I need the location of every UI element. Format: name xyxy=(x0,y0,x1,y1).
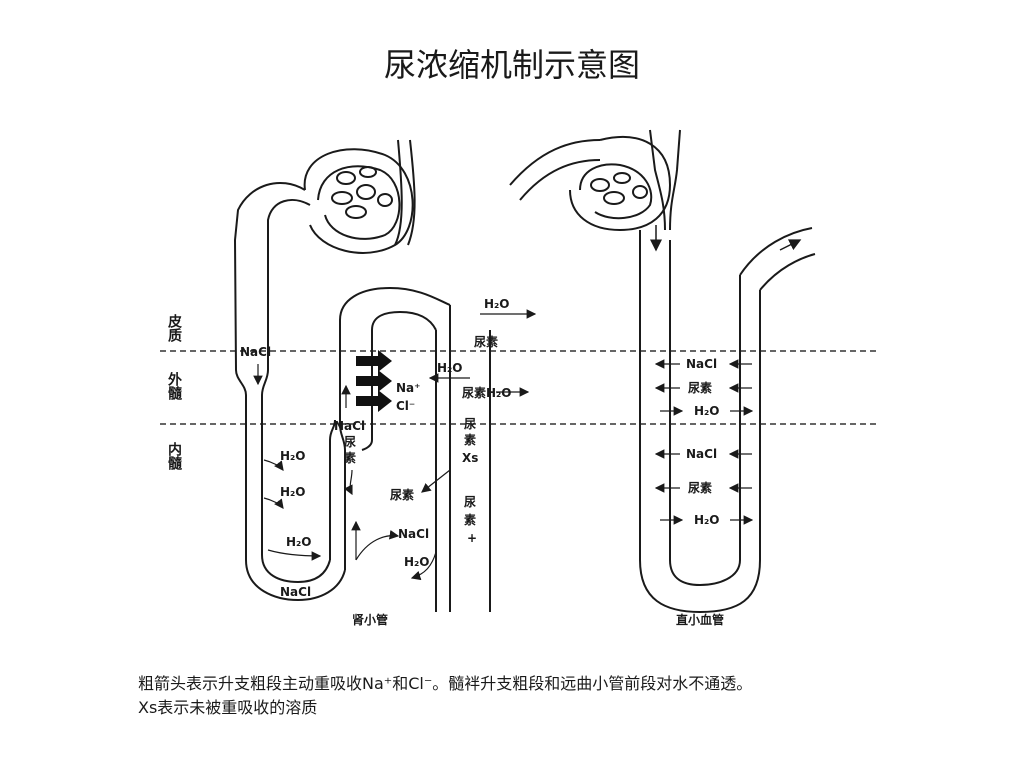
caption-vasa-recta: 直小血管 xyxy=(676,612,724,627)
label-urea-xs-3: Xs xyxy=(462,451,478,465)
arrow-urea-diag xyxy=(421,469,451,493)
vr-label-urea-2: 尿素 xyxy=(688,480,712,495)
label-h2o-inner-2: H₂O xyxy=(280,485,306,499)
label-urea-h2o: 尿素H₂O xyxy=(462,385,512,400)
label-urea-plus-2: 素 xyxy=(464,512,476,527)
vr-label-h2o-2: H₂O xyxy=(694,513,720,527)
label-h2o-inner-4: H₂O xyxy=(404,555,430,569)
label-urea-plus-3: + xyxy=(467,531,477,545)
caption-tubule: 肾小管 xyxy=(352,612,388,627)
arrow-nacl-up xyxy=(343,469,353,496)
label-urea-xs-2: 素 xyxy=(464,432,476,447)
label-urea-inner: 尿素 xyxy=(390,487,414,502)
label-nacl-vertical: NaCl xyxy=(334,419,365,433)
label-h2o-inner-3: H₂O xyxy=(286,535,312,549)
label-urea-vertical-1: 尿 xyxy=(344,434,356,449)
arrow-h2o-3 xyxy=(267,549,322,561)
explanatory-caption: 粗箭头表示升支粗段主动重吸收Na⁺和Cl⁻。髓袢升支粗段和远曲小管前段对水不通透… xyxy=(138,672,898,720)
label-nacl-inner: NaCl xyxy=(398,527,429,541)
arrow-h2o-2 xyxy=(263,497,284,509)
label-na-plus: Na⁺ xyxy=(396,381,420,395)
flow-arrow-up xyxy=(779,239,802,251)
vasa-recta xyxy=(509,129,816,614)
tubule-nephron xyxy=(233,139,491,612)
arrow-h2o-curve xyxy=(410,551,437,581)
zone-label-cortex: 皮质 xyxy=(166,313,183,343)
label-nacl-bottom: NaCl xyxy=(280,585,311,599)
label-cl-minus: Cl⁻ xyxy=(396,399,415,413)
vr-label-nacl-1: NaCl xyxy=(686,357,717,371)
vr-label-nacl-2: NaCl xyxy=(686,447,717,461)
label-urea-xs-1: 尿 xyxy=(464,416,476,431)
page-title: 尿浓缩机制示意图 xyxy=(383,46,640,84)
active-transport-arrows xyxy=(356,350,392,412)
arrow-nacl-curve xyxy=(355,529,400,561)
zone-label-inner-medulla: 内髓 xyxy=(166,441,182,471)
label-h2o-outer: H₂O xyxy=(437,361,463,375)
vr-label-urea-1: 尿素 xyxy=(688,380,712,395)
label-urea-vertical-2: 素 xyxy=(344,450,356,465)
arrow-h2o-1 xyxy=(263,459,284,471)
caption-line-1: 粗箭头表示升支粗段主动重吸收Na⁺和Cl⁻。髓袢升支粗段和远曲小管前段对水不通透… xyxy=(138,674,753,693)
zone-label-outer-medulla: 外髓 xyxy=(166,371,182,401)
label-h2o-inner-1: H₂O xyxy=(280,449,306,463)
label-h2o-top: H₂O xyxy=(484,297,510,311)
label-urea-top: 尿素 xyxy=(474,334,498,349)
label-nacl-cortex: NaCl xyxy=(240,345,271,359)
caption-line-2: Xs表示未被重吸收的溶质 xyxy=(138,698,318,717)
label-urea-plus-1: 尿 xyxy=(464,494,476,509)
vr-label-h2o-1: H₂O xyxy=(694,404,720,418)
